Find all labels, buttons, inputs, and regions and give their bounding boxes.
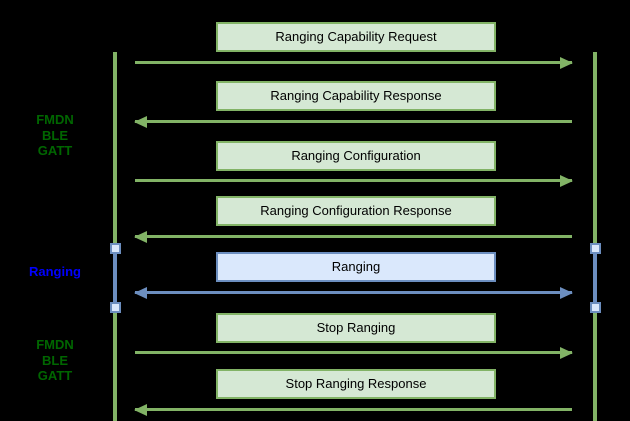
side-label-line: BLE bbox=[42, 127, 68, 143]
activation-node-square bbox=[109, 302, 121, 313]
side-label-line: FMDN bbox=[36, 112, 74, 127]
message-box-ranging-configuration-response: Ranging Configuration Response bbox=[216, 196, 496, 226]
lifeline-left bbox=[109, 52, 121, 421]
arrow-left-icon bbox=[135, 235, 572, 238]
side-label-fmdn-ble-gatt-top: FMDN BLE GATT bbox=[13, 112, 97, 159]
message-box-ranging-capability-response: Ranging Capability Response bbox=[216, 81, 496, 111]
side-label-line: GATT bbox=[37, 143, 73, 158]
lifeline-left-ranging-activation bbox=[113, 246, 117, 309]
message-box-ranging-configuration: Ranging Configuration bbox=[216, 141, 496, 171]
message-box-ranging-capability-request: Ranging Capability Request bbox=[216, 22, 496, 52]
activation-node-square bbox=[589, 243, 601, 254]
lifeline-right-ranging-activation bbox=[593, 246, 597, 309]
arrow-both-icon bbox=[135, 291, 572, 294]
side-label-line: BLE bbox=[42, 352, 68, 368]
lifeline-right bbox=[589, 52, 601, 421]
arrow-right-icon bbox=[135, 179, 572, 182]
message-box-stop-ranging: Stop Ranging bbox=[216, 313, 496, 343]
arrow-left-icon bbox=[135, 120, 572, 123]
arrow-right-icon bbox=[135, 61, 572, 64]
activation-node-square bbox=[109, 243, 121, 254]
arrow-right-icon bbox=[135, 351, 572, 354]
message-box-stop-ranging-response: Stop Ranging Response bbox=[216, 369, 496, 399]
side-label-line: FMDN bbox=[36, 337, 74, 352]
side-label-line: GATT bbox=[37, 368, 73, 383]
message-box-ranging: Ranging bbox=[216, 252, 496, 282]
activation-node-square bbox=[589, 302, 601, 313]
side-label-line: Ranging bbox=[29, 264, 81, 279]
side-label-fmdn-ble-gatt-bottom: FMDN BLE GATT bbox=[13, 337, 97, 384]
side-label-ranging: Ranging bbox=[13, 264, 97, 280]
arrow-left-icon bbox=[135, 408, 572, 411]
